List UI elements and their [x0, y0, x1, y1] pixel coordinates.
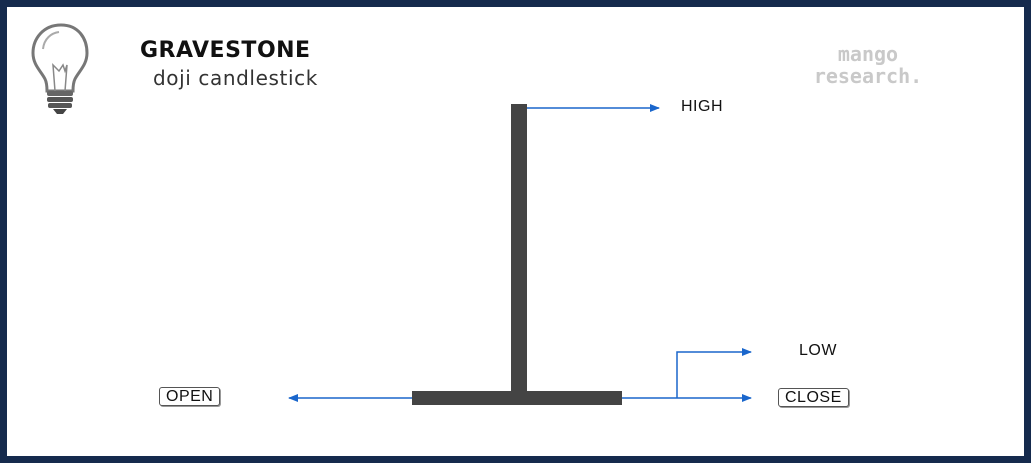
close-label: CLOSE — [778, 388, 849, 407]
diagram-subtitle: doji candlestick — [153, 66, 318, 90]
lightbulb-icon — [31, 23, 89, 114]
brand-watermark: mango research. — [777, 43, 959, 87]
low-arrow — [676, 348, 752, 398]
diagram-title: GRAVESTONE — [140, 38, 311, 63]
diagram-canvas — [31, 23, 752, 405]
candle-upper-shadow — [511, 104, 527, 394]
brand-line-2: research. — [813, 64, 923, 88]
open-label: OPEN — [159, 387, 221, 406]
brand-line-1: mango — [837, 42, 899, 66]
candle-body — [412, 391, 622, 405]
high-label: HIGH — [681, 98, 723, 115]
low-label: LOW — [799, 342, 837, 359]
